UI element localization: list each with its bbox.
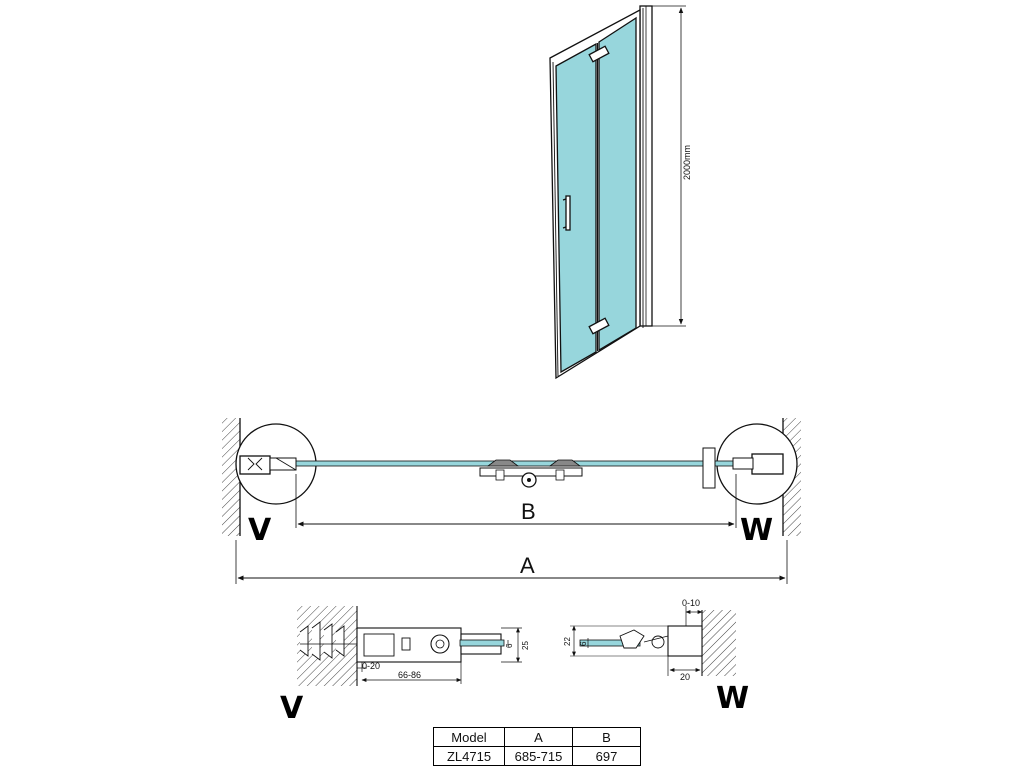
hinge-top [588, 45, 610, 63]
detail-w-bottom-label: 20 [680, 672, 690, 682]
glass-panel-left [555, 42, 597, 374]
detail-w-height-label: 22 [563, 637, 572, 646]
detail-v-gap-label: 0-20 [362, 661, 380, 671]
detail-v-label: V [280, 691, 304, 726]
detail-w-drawing [570, 606, 736, 676]
detail-v-width-label: 66-86 [398, 670, 421, 680]
spec-cell-model: ZL4715 [433, 746, 505, 766]
spec-table: Model A B ZL4715 685-715 697 [433, 727, 641, 766]
spec-cell-a: 685-715 [504, 746, 573, 766]
detail-w-label: W [716, 681, 749, 716]
door-handle [565, 195, 571, 231]
detail-v-height-label: 25 [521, 641, 530, 650]
detail-w-top-label: 0-10 [682, 598, 700, 608]
wall-left [222, 418, 240, 536]
table-row: ZL4715 685-715 697 [433, 746, 641, 766]
height-label: 2000mm [682, 145, 692, 180]
plan-label-v: V [248, 513, 272, 548]
detail-v-glass-label: 6 [505, 643, 514, 648]
hinge-bottom [588, 317, 610, 335]
door-elevation [549, 5, 686, 380]
spec-cell-b: 697 [572, 746, 641, 766]
spec-header-a: A [504, 727, 573, 747]
spec-table-header-row: Model A B [433, 727, 641, 747]
plan-view [222, 418, 801, 584]
spec-header-model: Model [433, 727, 505, 747]
detail-v-drawing [297, 606, 522, 686]
plan-hinge [479, 459, 583, 488]
dimension-a-label: A [520, 553, 535, 578]
dimension-b-label: B [521, 499, 536, 524]
detail-w-glass-label: 6 [579, 641, 588, 646]
spec-header-b: B [572, 727, 641, 747]
glass-panel-right [598, 16, 637, 352]
plan-label-w: W [740, 513, 773, 548]
